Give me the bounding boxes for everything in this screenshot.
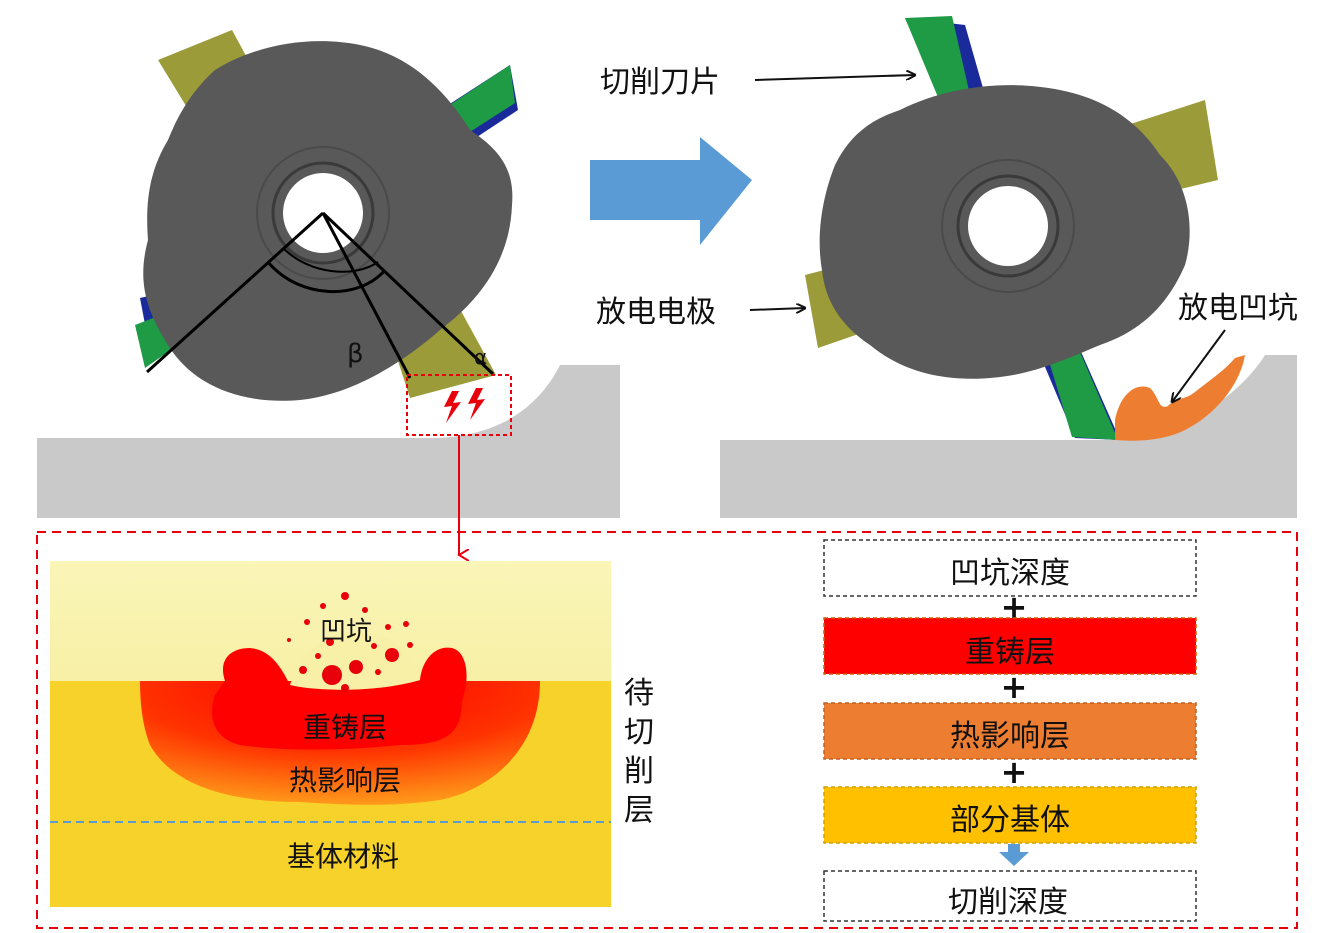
recast-layer-label: 重铸层	[303, 711, 387, 744]
depth-stack: 凹坑深度 + 重铸层 + 热影响层 + 部分基体 切削深度	[823, 539, 1197, 922]
detail-frame	[36, 531, 1298, 929]
layer-to-cut-char: 切	[624, 715, 654, 750]
cutting-depth-box	[823, 870, 1197, 922]
stack-recast-label: 重铸层	[965, 635, 1055, 670]
heat-affected-label: 热影响层	[289, 764, 401, 797]
stack-heat-affected-label: 热影响层	[950, 719, 1070, 754]
left-cutter: β α	[135, 30, 518, 401]
pit-label: 凹坑	[320, 617, 372, 647]
pit-depth-label: 凹坑深度	[950, 556, 1070, 591]
down-arrow-icon	[999, 844, 1029, 866]
discharge-pit-shape	[1115, 355, 1245, 441]
recast-layer-box	[823, 617, 1197, 675]
discharge-pit-label: 放电凹坑	[1178, 291, 1298, 326]
layer-to-cut-label: 待 切 削 层	[624, 676, 654, 828]
plus-icon: +	[1001, 753, 1028, 791]
annotations-top-right: 切削刀片 放电电极 放电凹坑	[596, 65, 1298, 402]
pit-depth-box	[823, 539, 1197, 597]
cutting-depth-label: 切削深度	[948, 885, 1068, 920]
right-cutter	[805, 16, 1218, 440]
spark-icon	[444, 391, 461, 423]
heat-affected-box	[823, 702, 1197, 760]
cross-section-panel: 凹坑 重铸层 热影响层 基体材料	[50, 561, 611, 907]
partial-base-label: 部分基体	[950, 803, 1070, 838]
process-arrow-icon	[590, 137, 752, 245]
layer-to-cut-char: 待	[624, 676, 654, 711]
base-material-label: 基体材料	[287, 840, 399, 873]
spark-icon	[468, 388, 485, 420]
left-workpiece	[37, 365, 620, 518]
partial-base-box	[823, 786, 1197, 844]
layer-to-cut-char: 层	[624, 793, 654, 828]
cutting-insert-label: 切削刀片	[600, 65, 720, 100]
spark-zone	[406, 374, 512, 555]
beta-label: β	[347, 339, 364, 369]
right-workpiece	[720, 355, 1297, 518]
molten-droplets	[287, 592, 413, 692]
discharge-electrode-label: 放电电极	[596, 295, 716, 330]
plus-icon: +	[1001, 668, 1028, 706]
layer-to-cut-char: 削	[624, 754, 654, 789]
alpha-label: α	[474, 345, 487, 369]
